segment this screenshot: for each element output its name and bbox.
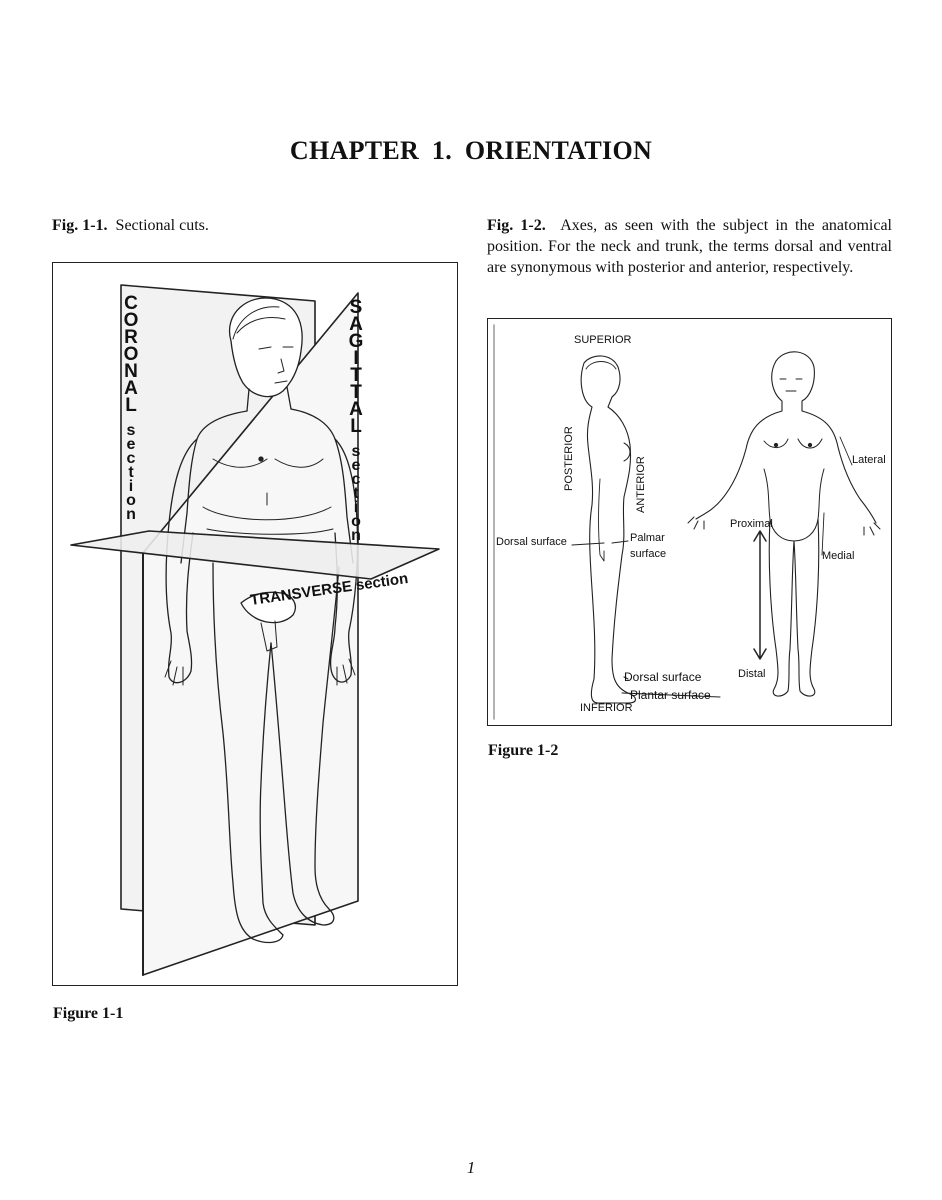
coronal-letter: O <box>124 344 139 365</box>
coronal-letter: o <box>126 492 136 509</box>
coronal-letter: n <box>126 506 136 523</box>
fig1-caption: Fig. 1-1. Sectional cuts. <box>52 215 209 236</box>
page-number: 1 <box>466 1158 476 1177</box>
coronal-letter: i <box>129 478 133 495</box>
label-dorsal-surface-foot: Dorsal surface <box>624 670 702 684</box>
coronal-letter: L <box>125 395 137 416</box>
label-posterior: POSTERIOR <box>563 426 575 491</box>
sagittal-letter: i <box>354 499 358 516</box>
label-anterior: ANTERIOR <box>635 456 647 513</box>
fig1-caption-label: Fig. 1-1. <box>52 217 108 234</box>
sagittal-letter: c <box>352 471 361 488</box>
label-medial: Medial <box>822 550 854 562</box>
label-plantar-surface: Plantar surface <box>630 688 711 702</box>
coronal-letter: N <box>124 361 138 382</box>
sagittal-letter: T <box>350 382 362 403</box>
figure-1-2-image: SUPERIOR INFERIOR POSTERIOR ANTERIOR Dor… <box>487 318 892 726</box>
coronal-letter: C <box>124 293 138 314</box>
sagittal-letter: t <box>353 485 359 502</box>
sagittal-letter: n <box>351 527 361 544</box>
fig2-caption: Fig. 1-2. Axes, as seen with the subject… <box>487 215 892 278</box>
figure-1-1-label: Figure 1-1 <box>53 1005 124 1022</box>
coronal-letter: A <box>124 378 138 399</box>
label-lateral: Lateral <box>852 454 886 466</box>
coronal-letter: O <box>124 310 139 331</box>
figure-1-1-image: C O R O N A L s e c t i o n S A G I T T … <box>52 262 458 986</box>
label-dorsal-surface-hand: Dorsal surface <box>496 536 567 548</box>
sagittal-letter: o <box>351 513 361 530</box>
sagittal-letter: I <box>353 348 358 369</box>
fig2-caption-text: Axes, as seen with the subject in the an… <box>487 217 893 276</box>
coronal-letter: c <box>127 450 136 467</box>
fig2-caption-label: Fig. 1-2. <box>487 217 546 234</box>
label-proximal: Proximal <box>730 518 773 530</box>
label-superior: SUPERIOR <box>574 334 632 346</box>
figure-1-2-label: Figure 1-2 <box>488 742 559 759</box>
coronal-letter: R <box>124 327 138 348</box>
anatomical-axes-illustration: SUPERIOR INFERIOR POSTERIOR ANTERIOR Dor… <box>493 324 886 720</box>
chapter-title: CHAPTER 1. ORIENTATION <box>289 136 653 165</box>
sagittal-letter: T <box>350 365 362 386</box>
sectional-cuts-illustration: C O R O N A L s e c t i o n S A G I T T … <box>70 284 440 976</box>
label-inferior: INFERIOR <box>580 702 633 714</box>
coronal-letter: t <box>128 464 134 481</box>
label-palmar: Palmar <box>630 532 665 544</box>
coronal-letter: s <box>127 422 136 439</box>
sagittal-letter: L <box>350 416 362 437</box>
sagittal-letter: A <box>349 399 363 420</box>
sagittal-letter: G <box>349 331 364 352</box>
sagittal-letter: s <box>352 443 361 460</box>
sagittal-letter: S <box>350 297 363 318</box>
label-distal: Distal <box>738 668 766 680</box>
sagittal-letter: A <box>349 314 363 335</box>
sagittal-letter: e <box>352 457 361 474</box>
coronal-letter: e <box>127 436 136 453</box>
fig1-caption-text: Sectional cuts. <box>115 217 209 234</box>
label-palmar-surface: surface <box>630 548 666 560</box>
